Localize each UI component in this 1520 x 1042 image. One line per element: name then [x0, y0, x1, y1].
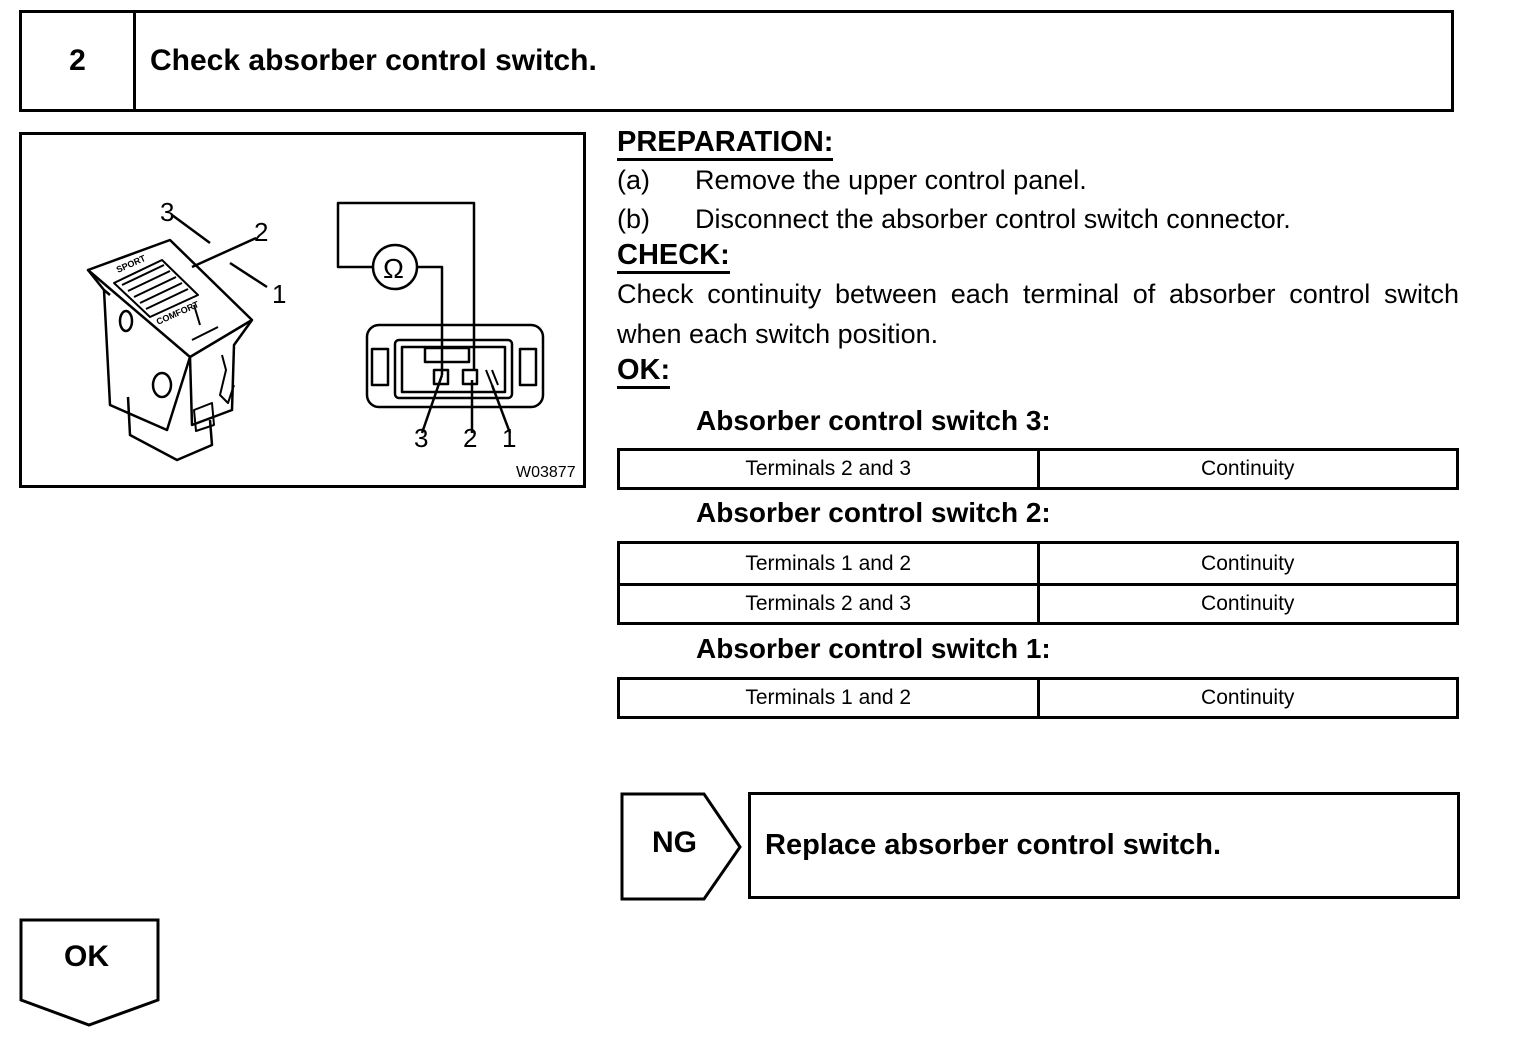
table-cell-result: Continuity: [1036, 448, 1459, 490]
switch-label-1: 1: [272, 279, 286, 309]
instructions: PREPARATION: (a) Remove the upper contro…: [617, 126, 1459, 389]
ok-arrow-shape: [19, 918, 160, 1027]
switch2-table: Terminals 1 and 2 Continuity Terminals 2…: [617, 541, 1459, 625]
table-cell-terminals: Terminals 1 and 2: [617, 541, 1040, 586]
step-title: Check absorber control switch.: [150, 44, 597, 77]
switch1-table: Terminals 1 and 2 Continuity: [617, 677, 1459, 719]
table-cell-terminals: Terminals 2 and 3: [617, 583, 1040, 625]
connector-label-3: 3: [414, 423, 428, 453]
preparation-heading: PREPARATION:: [617, 126, 834, 161]
table-cell-result: Continuity: [1036, 677, 1459, 719]
prep-step-label: (b): [617, 204, 650, 234]
switch3-table: Terminals 2 and 3 Continuity: [617, 448, 1459, 490]
step-header: 2 Check absorber control switch.: [19, 10, 1454, 112]
step-number: 2: [22, 13, 136, 109]
prep-step-text: Disconnect the absorber control switch c…: [695, 204, 1291, 234]
table-row: Terminals 1 and 2 Continuity: [617, 541, 1459, 586]
table-row: Terminals 1 and 2 Continuity: [617, 677, 1459, 719]
prep-step-a: (a) Remove the upper control panel.: [617, 161, 1459, 200]
check-text: Check continuity between each terminal o…: [617, 279, 1459, 349]
table-row: Terminals 2 and 3 Continuity: [617, 448, 1459, 490]
connector-label-2: 2: [463, 423, 477, 453]
ohmmeter-symbol: Ω: [383, 253, 404, 284]
switch3-title: Absorber control switch 3:: [696, 405, 1051, 436]
ng-label: NG: [652, 826, 697, 859]
ok-spec-heading: OK:: [617, 354, 671, 389]
ng-action-box: Replace absorber control switch.: [748, 792, 1460, 899]
switch1-title: Absorber control switch 1:: [696, 633, 1051, 664]
prep-step-b: (b) Disconnect the absorber control swit…: [617, 200, 1459, 239]
ng-action-text: Replace absorber control switch.: [765, 829, 1222, 861]
figure-code: W03877: [516, 464, 576, 481]
connector-label-1: 1: [502, 423, 516, 453]
switch-illustration: 3 2 1 3 2 1 Ω W03877 SPORT COMFORT: [19, 132, 586, 488]
switch-label-3: 3: [160, 197, 174, 227]
marking-sport: SPORT: [115, 253, 148, 275]
switch2-title: Absorber control switch 2:: [696, 497, 1051, 528]
table-cell-result: Continuity: [1036, 541, 1459, 586]
switch-diagram: 3 2 1 3 2 1 Ω W03877 SPORT COMFORT: [86, 197, 576, 481]
ng-arrow-shape: [620, 792, 742, 901]
prep-step-text: Remove the upper control panel.: [695, 165, 1087, 195]
ok-label: OK: [64, 940, 109, 973]
table-cell-result: Continuity: [1036, 583, 1459, 625]
prep-step-label: (a): [617, 165, 650, 195]
table-row: Terminals 2 and 3 Continuity: [617, 583, 1459, 625]
marking-comfort: COMFORT: [155, 299, 201, 327]
table-cell-terminals: Terminals 1 and 2: [617, 677, 1040, 719]
switch-label-2: 2: [254, 217, 268, 247]
check-heading: CHECK:: [617, 239, 730, 274]
table-cell-terminals: Terminals 2 and 3: [617, 448, 1040, 490]
